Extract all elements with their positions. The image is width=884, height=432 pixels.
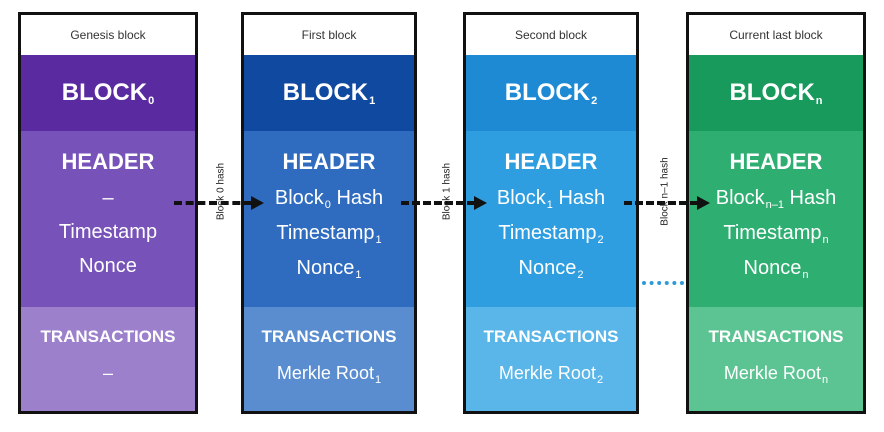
merkle-root: Merkle Rootn — [723, 363, 829, 386]
transactions-section: TRANSACTIONS Merkle Root2 — [466, 307, 636, 411]
arrow-head-icon — [251, 196, 264, 210]
transactions-section: TRANSACTIONS Merkle Rootn — [689, 307, 863, 411]
nonce: Nonce2 — [518, 257, 584, 281]
nonce: Nonce — [79, 255, 137, 277]
block-id-section: BLOCK1 — [244, 55, 414, 131]
block-title: Second block — [466, 15, 636, 55]
arrow-label: Block 1 hash — [441, 162, 453, 221]
hash-link-arrow — [174, 196, 264, 210]
merkle-root: Merkle Root2 — [498, 363, 604, 386]
arrow-head-icon — [474, 196, 487, 210]
header-label: HEADER — [282, 149, 376, 174]
transactions-label: TRANSACTIONS — [483, 327, 619, 346]
arrow-line — [401, 201, 475, 205]
transactions-label: TRANSACTIONS — [708, 327, 844, 346]
nonce: Nonce1 — [296, 257, 362, 281]
header-label: HEADER — [61, 149, 155, 174]
prev-hash: Blockn–1 Hash — [715, 187, 837, 211]
header-label: HEADER — [504, 149, 598, 174]
block-id: BLOCK0 — [61, 79, 155, 107]
merkle-root: Merkle Root1 — [276, 363, 382, 386]
nonce: Noncen — [743, 257, 809, 281]
block-id: BLOCK1 — [282, 79, 376, 107]
timestamp: Timestamp1 — [276, 222, 382, 246]
timestamp: Timestamp — [58, 221, 158, 243]
timestamp: Timestampn — [723, 222, 829, 246]
transactions-section: TRANSACTIONS – — [21, 307, 195, 411]
block-id-section: BLOCK0 — [21, 55, 195, 131]
arrow-line — [174, 201, 252, 205]
first-block: First block BLOCK1 HEADER Block0 Hash Ti… — [241, 12, 417, 414]
prev-hash: Block0 Hash — [274, 187, 384, 211]
timestamp: Timestamp2 — [498, 222, 604, 246]
hash-link-arrow — [401, 196, 487, 210]
transactions-label: TRANSACTIONS — [261, 327, 397, 346]
block-id-section: BLOCKn — [689, 55, 863, 131]
block-id: BLOCK2 — [504, 79, 598, 107]
arrow-label: Block 0 hash — [215, 162, 227, 221]
genesis-block: Genesis block BLOCK0 HEADER – Timestamp … — [18, 12, 198, 414]
transactions-section: TRANSACTIONS Merkle Root1 — [244, 307, 414, 411]
continuation-dots — [642, 281, 684, 285]
header-label: HEADER — [729, 149, 823, 174]
block-title: Current last block — [689, 15, 863, 55]
header-section: HEADER Blockn–1 Hash Timestampn Noncen — [689, 131, 863, 307]
transactions-label: TRANSACTIONS — [40, 327, 176, 346]
arrow-head-icon — [697, 196, 710, 210]
block-id-section: BLOCK2 — [466, 55, 636, 131]
header-section: HEADER Block0 Hash Timestamp1 Nonce1 — [244, 131, 414, 307]
arrow-label: Block n–1 hash — [659, 157, 671, 226]
header-section: HEADER Block1 Hash Timestamp2 Nonce2 — [466, 131, 636, 307]
current-last-block: Current last block BLOCKn HEADER Blockn–… — [686, 12, 866, 414]
arrow-line — [624, 201, 698, 205]
block-title: Genesis block — [21, 15, 195, 55]
header-section: HEADER – Timestamp Nonce — [21, 131, 195, 307]
block-title: First block — [244, 15, 414, 55]
prev-hash: – — [102, 187, 114, 209]
prev-hash: Block1 Hash — [496, 187, 606, 211]
hash-link-arrow — [624, 196, 710, 210]
block-id: BLOCKn — [729, 79, 823, 107]
merkle-root: – — [102, 363, 113, 383]
second-block: Second block BLOCK2 HEADER Block1 Hash T… — [463, 12, 639, 414]
